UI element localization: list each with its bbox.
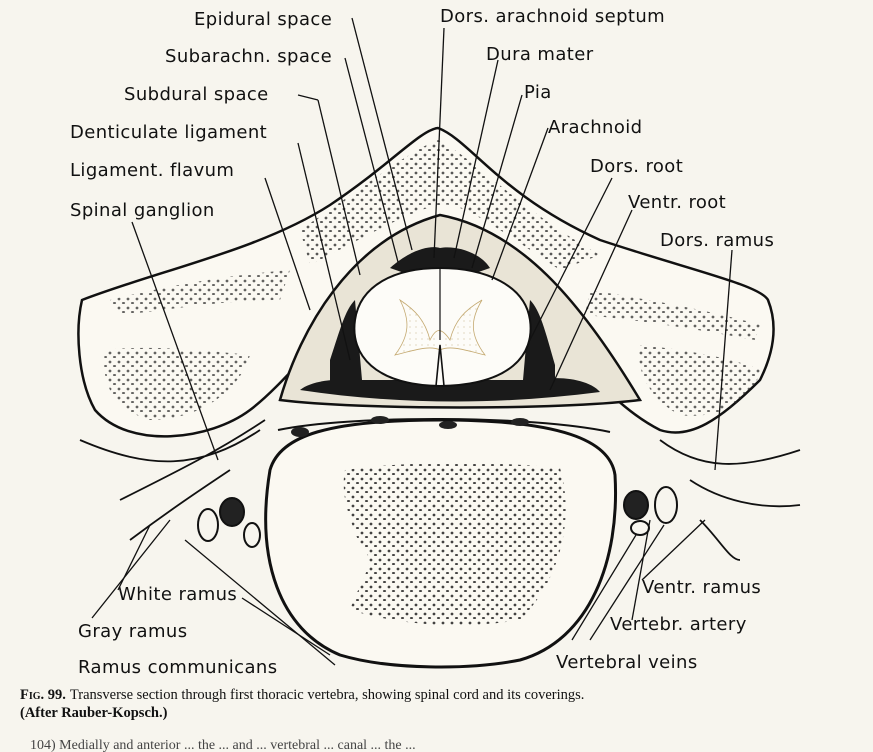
label-dors-ramus: Dors. ramus: [660, 230, 774, 251]
leader-lines: [91, 17, 733, 666]
left-spinal-nerve: [79, 419, 266, 541]
label-arachnoid: Arachnoid: [548, 117, 643, 138]
right-spinal-nerve: [659, 439, 801, 561]
vertebral-body-spongy: [343, 462, 566, 626]
arch-spongy-bone: [300, 140, 600, 270]
left-transverse-spongy-bone: [110, 270, 290, 315]
left-vessels: [197, 497, 261, 548]
label-epidural-space: Epidural space: [194, 9, 332, 30]
ventral-median-fissure: [435, 344, 445, 387]
label-dura-mater: Dura mater: [486, 44, 594, 65]
right-vertebral-vessels: [623, 486, 678, 536]
epidural-dark-band: [300, 378, 600, 402]
right-transverse-spongy-bone: [585, 290, 760, 340]
grey-matter: [394, 298, 486, 356]
caption-text: Transverse section through first thoraci…: [69, 687, 585, 703]
label-ramus-communicans: Ramus communicans: [78, 657, 278, 678]
left-lamina-spongy-bone: [104, 347, 250, 420]
label-gray-ramus: Gray ramus: [78, 621, 188, 642]
epidural-veins: [291, 416, 529, 437]
label-pia: Pia: [524, 82, 552, 103]
right-lamina-spongy-bone: [639, 345, 760, 416]
label-ventr-root: Ventr. root: [628, 192, 726, 213]
figure-caption: Fig. 99.Transverse section through first…: [20, 686, 865, 722]
label-subdural-space: Subdural space: [124, 84, 269, 105]
dorsal-subarachnoid-dark: [390, 247, 490, 275]
figure-number: Fig. 99.: [20, 687, 66, 703]
label-ventr-ramus: Ventr. ramus: [642, 577, 761, 598]
label-vertebr-artery: Vertebr. artery: [610, 614, 747, 635]
label-white-ramus: White ramus: [118, 584, 237, 605]
label-dors-arachnoid-septum: Dors. arachnoid septum: [440, 6, 665, 27]
posterior-ligament-band: [277, 417, 611, 433]
label-ligament-flavum: Ligament. flavum: [70, 160, 234, 181]
label-subarachn-space: Subarachn. space: [165, 46, 332, 67]
spinal-cord: [353, 266, 532, 388]
label-denticulate-ligament: Denticulate ligament: [70, 122, 267, 143]
label-vertebral-veins: Vertebral veins: [556, 652, 698, 673]
caption-credit: (After Rauber-Kopsch.): [20, 705, 168, 721]
label-spinal-ganglion: Spinal ganglion: [70, 200, 215, 221]
cutoff-body-text: 104) Medially and anterior ... the ... a…: [30, 738, 416, 752]
label-dors-root: Dors. root: [590, 156, 683, 177]
